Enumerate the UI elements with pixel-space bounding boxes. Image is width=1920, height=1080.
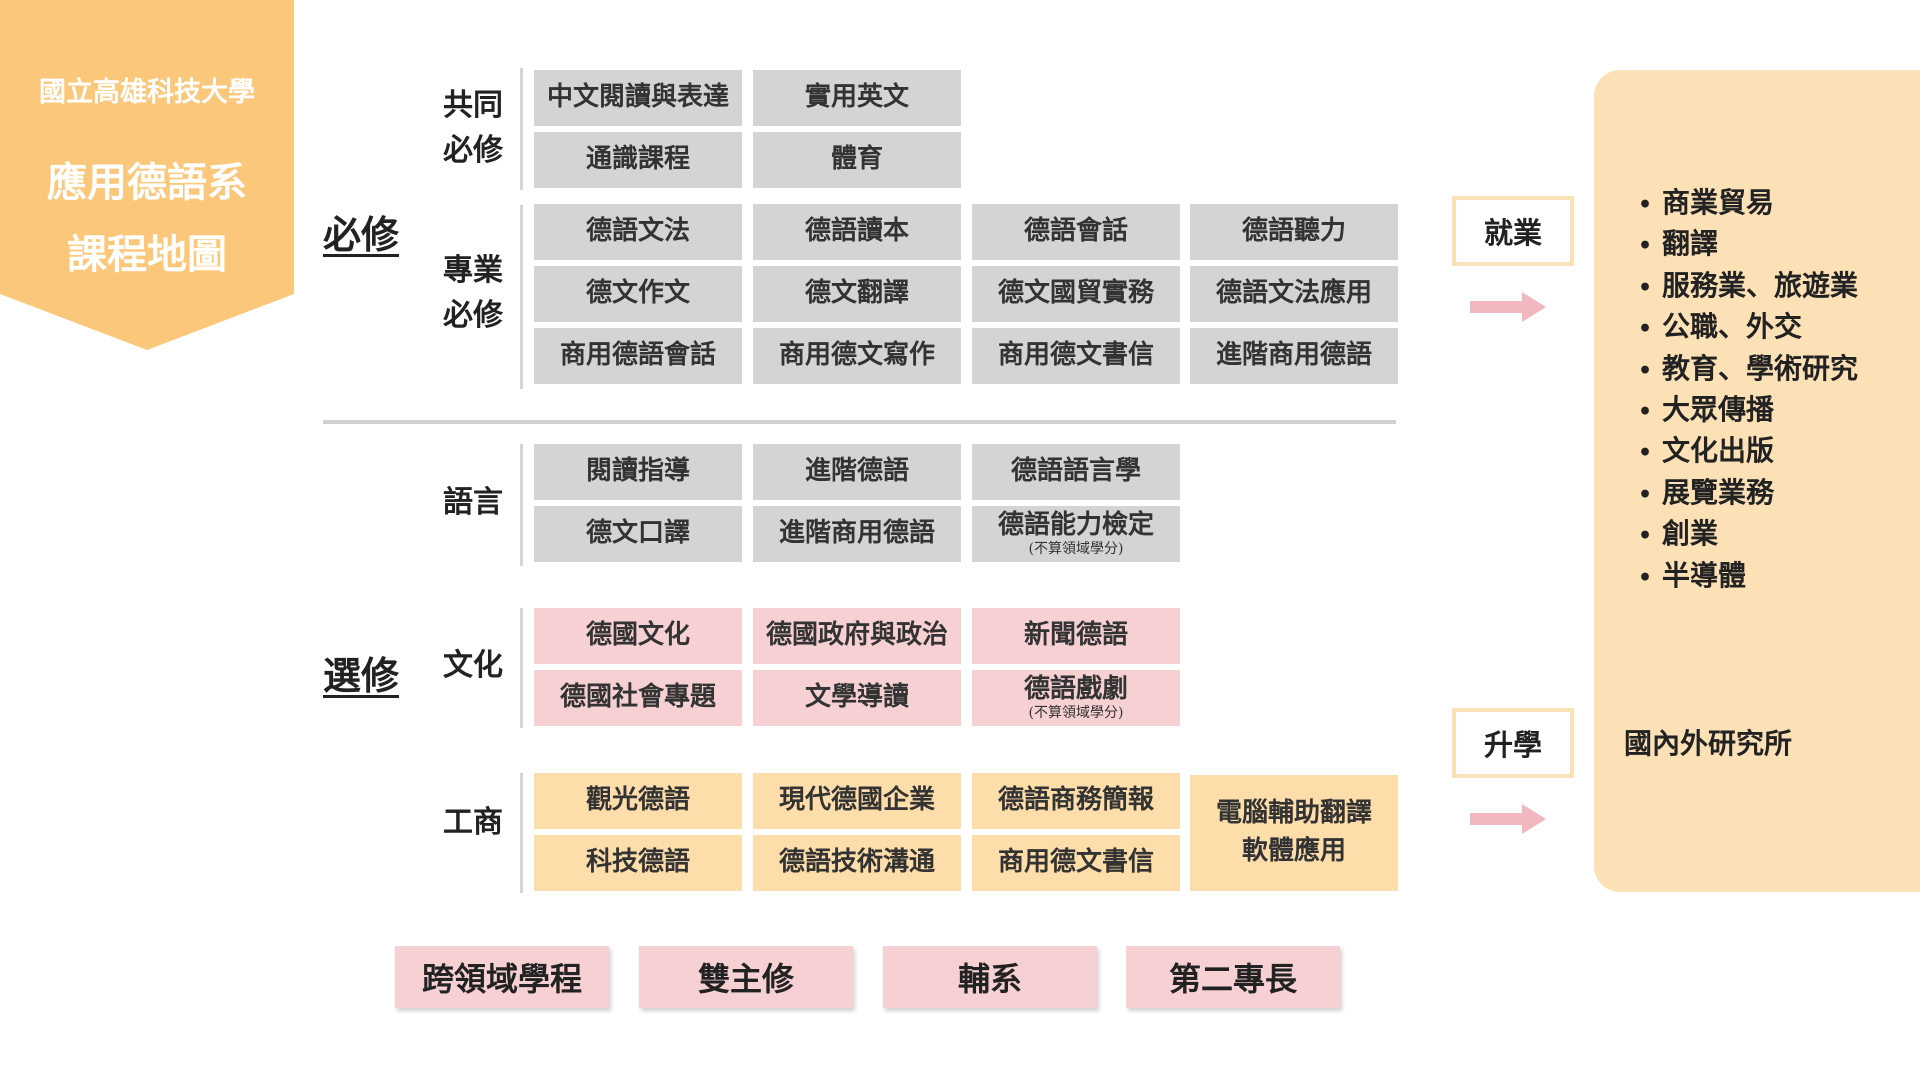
course-box: 商用德語會話	[534, 328, 742, 384]
list-item: •服務業、旅遊業	[1628, 265, 1858, 306]
group-divider	[520, 608, 523, 728]
course-box: 德語戲劇 (不算領域學分)	[972, 670, 1180, 726]
course-box: 德語語言學	[972, 444, 1180, 500]
group-divider	[520, 773, 523, 893]
list-item: •半導體	[1628, 555, 1858, 596]
list-item: •創業	[1628, 513, 1858, 554]
course-box: 商用德文書信	[972, 328, 1180, 384]
course-box: 德文國貿實務	[972, 266, 1180, 322]
bullet-icon: •	[1637, 481, 1653, 508]
list-item: •大眾傳播	[1628, 389, 1858, 430]
career-list: •商業貿易 •翻譯 •服務業、旅遊業 •公職、外交 •教育、學術研究 •大眾傳播…	[1628, 182, 1858, 596]
group-divider	[520, 444, 523, 566]
course-box: 觀光德語	[534, 773, 742, 829]
bullet-icon: •	[1637, 440, 1653, 467]
course-box: 德文翻譯	[753, 266, 961, 322]
course-box: 德國社會專題	[534, 670, 742, 726]
bullet-icon: •	[1637, 316, 1653, 343]
program-box: 跨領域學程	[395, 946, 609, 1008]
course-box: 科技德語	[534, 835, 742, 891]
course-box: 實用英文	[753, 70, 961, 126]
course-box: 德語商務簡報	[972, 773, 1180, 829]
list-item: •翻譯	[1628, 223, 1858, 264]
common-required-label: 共同 必修	[443, 88, 503, 168]
bullet-icon: •	[1637, 274, 1653, 301]
course-box: 進階商用德語	[753, 506, 961, 562]
language-label: 語言	[443, 485, 503, 520]
course-box: 進階德語	[753, 444, 961, 500]
course-box: 文學導讀	[753, 670, 961, 726]
group-divider	[520, 68, 523, 190]
page-title: 課程地圖	[67, 231, 227, 278]
course-box: 德語技術溝通	[753, 835, 961, 891]
arrow-right-icon	[1470, 292, 1546, 322]
arrow-right-icon	[1470, 804, 1546, 834]
culture-label: 文化	[443, 648, 503, 683]
course-box: 現代德國企業	[753, 773, 961, 829]
course-box: 德國文化	[534, 608, 742, 664]
program-box: 雙主修	[639, 946, 853, 1008]
program-box: 輔系	[883, 946, 1097, 1008]
course-box: 進階商用德語	[1190, 328, 1398, 384]
course-box: 德語讀本	[753, 204, 961, 260]
course-box: 德語文法	[534, 204, 742, 260]
course-box: 商用德文寫作	[753, 328, 961, 384]
course-box: 德語文法應用	[1190, 266, 1398, 322]
employment-box: 就業	[1452, 196, 1574, 266]
bullet-icon: •	[1637, 233, 1653, 260]
group-divider	[520, 205, 523, 389]
list-item: •展覽業務	[1628, 472, 1858, 513]
list-item: •教育、學術研究	[1628, 348, 1858, 389]
list-item: •公職、外交	[1628, 306, 1858, 347]
course-box: 閱讀指導	[534, 444, 742, 500]
career-panel	[1594, 70, 1920, 892]
university-name: 國立高雄科技大學	[39, 77, 255, 108]
course-box: 體育	[753, 132, 961, 188]
elective-section-label: 選修	[323, 653, 400, 698]
course-box: 德語能力檢定 (不算領域學分)	[972, 506, 1180, 562]
course-box: 德文口譯	[534, 506, 742, 562]
required-section-label: 必修	[323, 212, 400, 257]
course-box: 德語聽力	[1190, 204, 1398, 260]
course-box: 德文作文	[534, 266, 742, 322]
bullet-icon: •	[1637, 523, 1653, 550]
department-name: 應用德語系	[47, 159, 247, 206]
course-box: 新聞德語	[972, 608, 1180, 664]
further-study-box: 升學	[1452, 708, 1574, 778]
course-box: 中文閱讀與表達	[534, 70, 742, 126]
course-box: 通識課程	[534, 132, 742, 188]
course-box: 商用德文書信	[972, 835, 1180, 891]
header-banner	[0, 0, 294, 350]
course-note: (不算領域學分)	[1028, 704, 1124, 721]
program-box: 第二專長	[1126, 946, 1340, 1008]
section-divider	[323, 420, 1396, 424]
list-item: •商業貿易	[1628, 182, 1858, 223]
bullet-icon: •	[1637, 192, 1653, 218]
major-required-label: 專業 必修	[443, 253, 503, 333]
business-label: 工商	[443, 805, 503, 840]
course-note: (不算領域學分)	[1028, 540, 1124, 557]
course-box: 電腦輔助翻譯 軟體應用	[1190, 775, 1398, 891]
course-box: 德語會話	[972, 204, 1180, 260]
bullet-icon: •	[1637, 564, 1653, 591]
grad-school-text: 國內外研究所	[1624, 727, 1793, 760]
course-box: 德國政府與政治	[753, 608, 961, 664]
bullet-icon: •	[1637, 398, 1653, 425]
bullet-icon: •	[1637, 357, 1653, 384]
list-item: •文化出版	[1628, 430, 1858, 471]
